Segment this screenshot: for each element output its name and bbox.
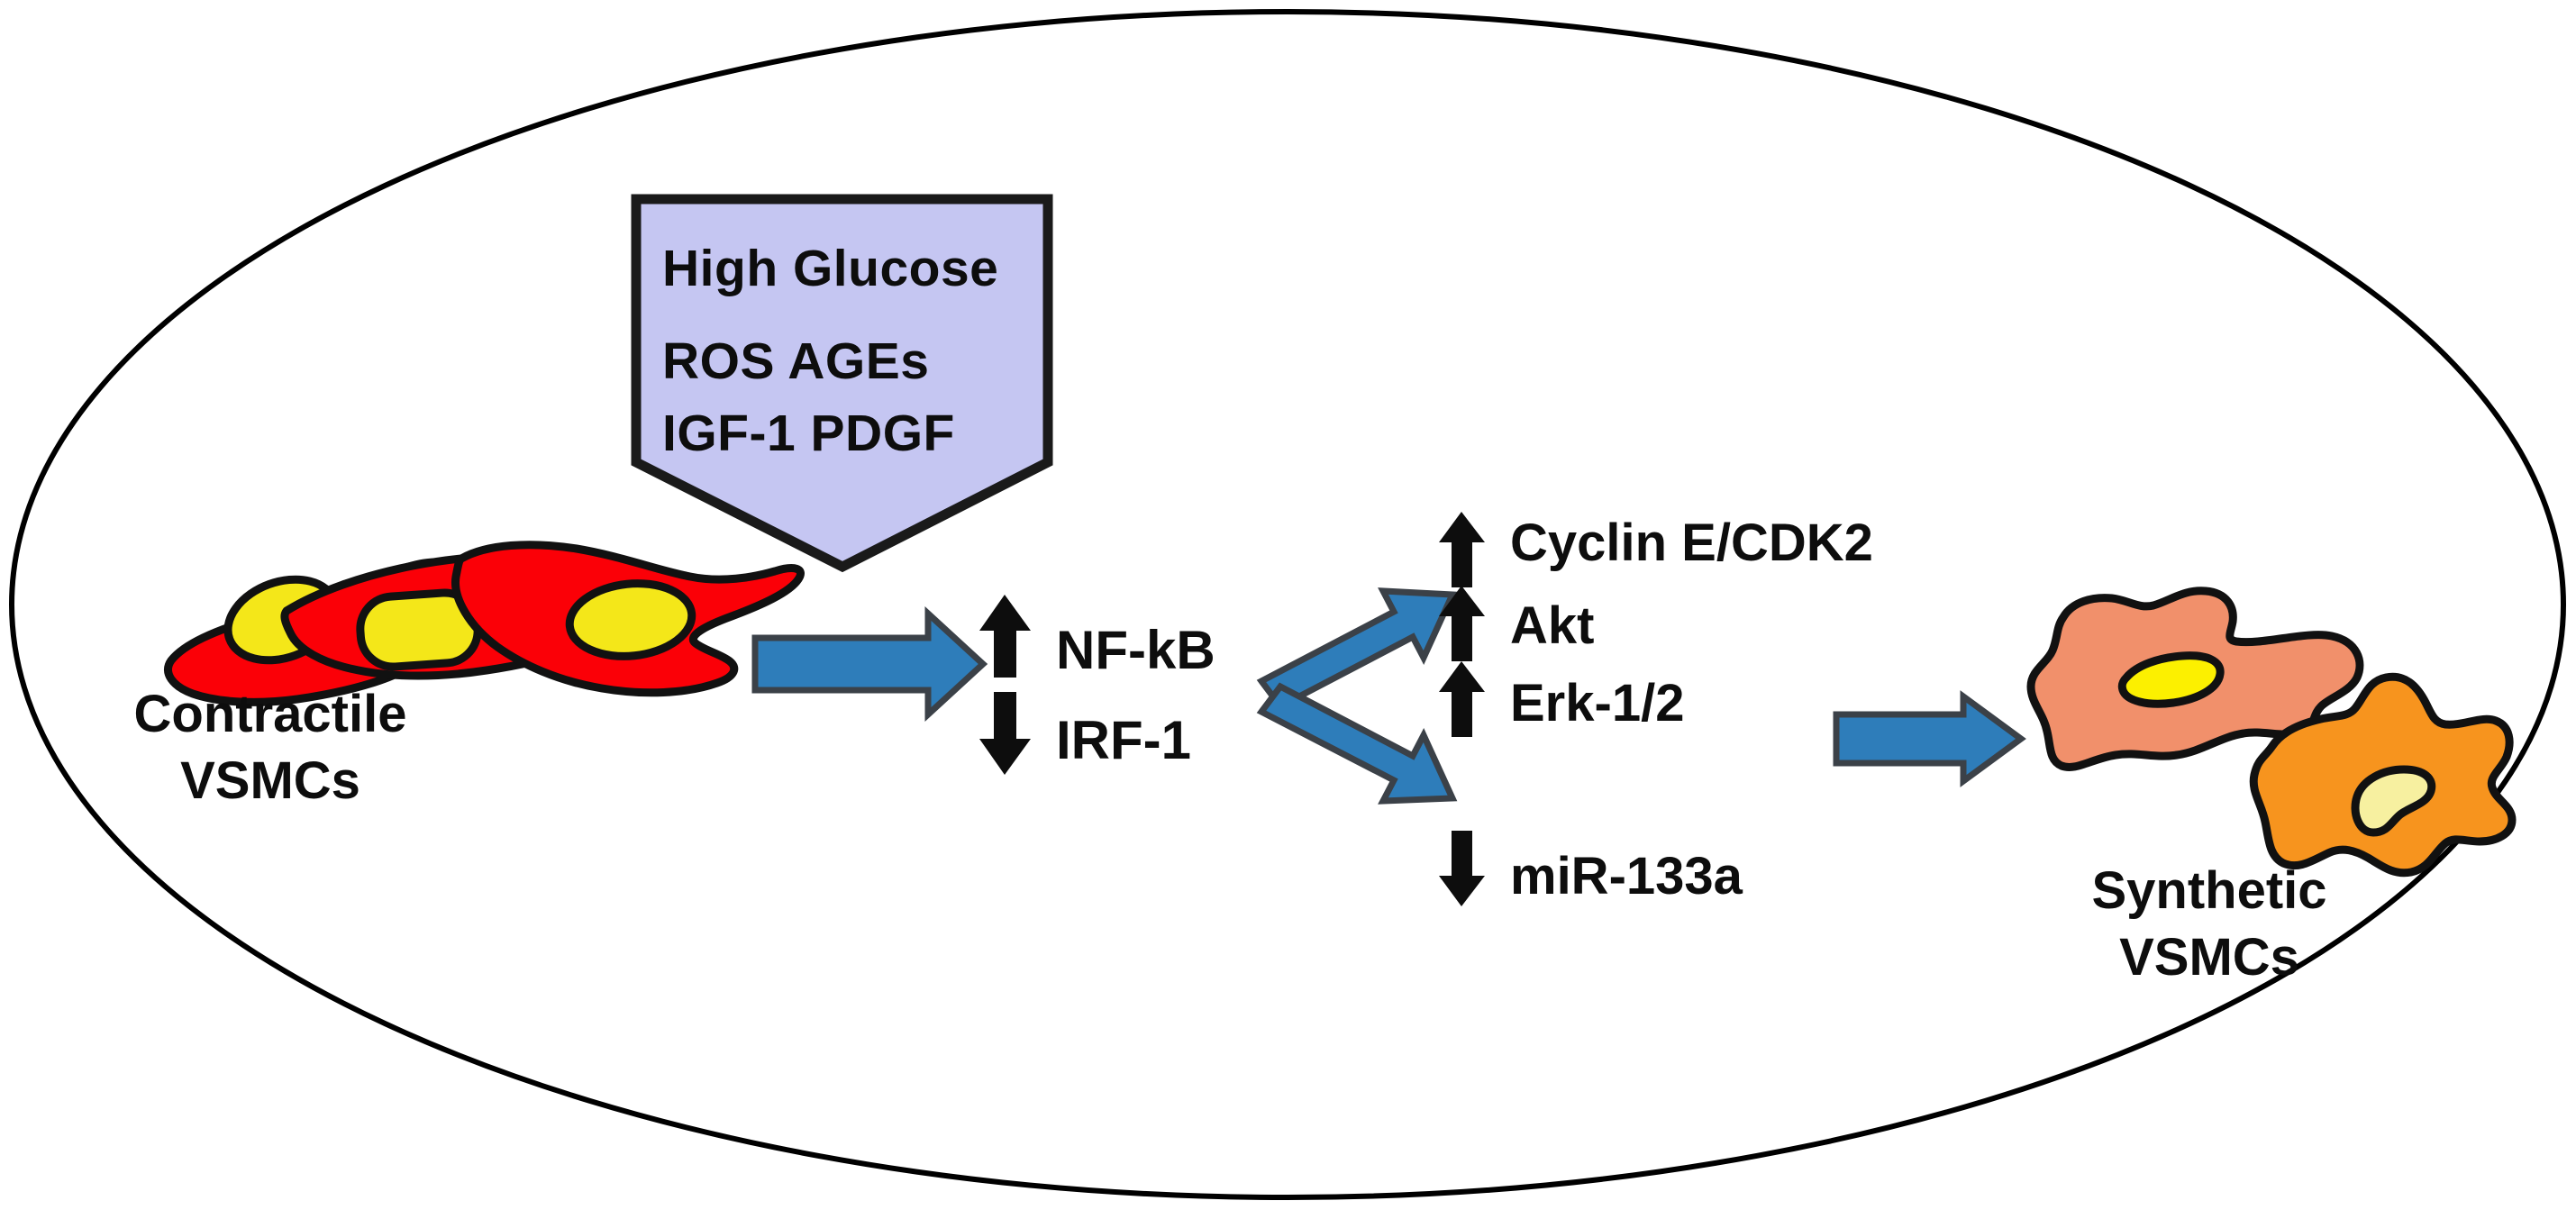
- synthetic-label-line1: Synthetic: [2091, 861, 2326, 920]
- block-arrow-shape: [1833, 690, 2026, 787]
- downstream-target-label: miR-133a: [1510, 847, 1743, 905]
- downstream-target-label: Cyclin E/CDK2: [1510, 514, 1873, 572]
- up-arrow-icon: [979, 595, 1031, 678]
- up-arrow-icon: [1439, 661, 1485, 737]
- contractile-label-line1: Contractile: [134, 685, 407, 743]
- banner-line-2: ROS AGEs: [662, 332, 929, 390]
- signaling-node-label: IRF-1: [1056, 710, 1191, 770]
- signaling-node-label: NF-kB: [1056, 620, 1215, 680]
- downstream-target-label: Erk-1/2: [1510, 674, 1684, 732]
- downstream-target-erk-1-2: Erk-1/2: [1439, 661, 1684, 737]
- downstream-target-cyclin-e-cdk2: Cyclin E/CDK2: [1439, 512, 1873, 587]
- arrow-targets-to-synthetic: [1833, 690, 2026, 787]
- synthetic-label-line2: VSMCs: [2119, 928, 2299, 987]
- downstream-target-label: Akt: [1510, 596, 1594, 655]
- contractile-nucleus: [565, 579, 696, 660]
- banner-pentagon-shape: [631, 194, 1053, 573]
- banner-line-3: IGF-1 PDGF: [662, 405, 955, 462]
- synthetic-nucleus: [2117, 651, 2225, 708]
- block-arrow-shape: [751, 606, 988, 722]
- up-arrow-icon: [1439, 512, 1485, 587]
- arrow-contractile-to-signaling: [751, 606, 988, 722]
- high-glucose-stimulus-banner[interactable]: High Glucose ROS AGEs IGF-1 PDGF: [631, 194, 1053, 573]
- contractile-vsmc-group: Contractile VSMCs: [134, 541, 805, 810]
- block-arrow-shape: [1256, 682, 1458, 805]
- signaling-node-irf1: IRF-1: [979, 692, 1191, 775]
- contractile-label-line2: VSMCs: [180, 751, 360, 810]
- up-arrow-icon: [1439, 586, 1485, 661]
- arrow-signaling-to-downregulated: [1256, 682, 1458, 805]
- downstream-target-akt: Akt: [1439, 586, 1594, 661]
- synthetic-vsmc-group: Synthetic VSMCs: [2026, 587, 2517, 987]
- banner-line-1: High Glucose: [662, 240, 998, 297]
- downstream-target-mir-133a: miR-133a: [1439, 831, 1743, 906]
- synthetic-nucleus: [2351, 765, 2436, 837]
- down-arrow-icon: [979, 692, 1031, 775]
- signaling-node-nfkb: NF-kB: [979, 595, 1215, 680]
- down-arrow-icon: [1439, 831, 1485, 906]
